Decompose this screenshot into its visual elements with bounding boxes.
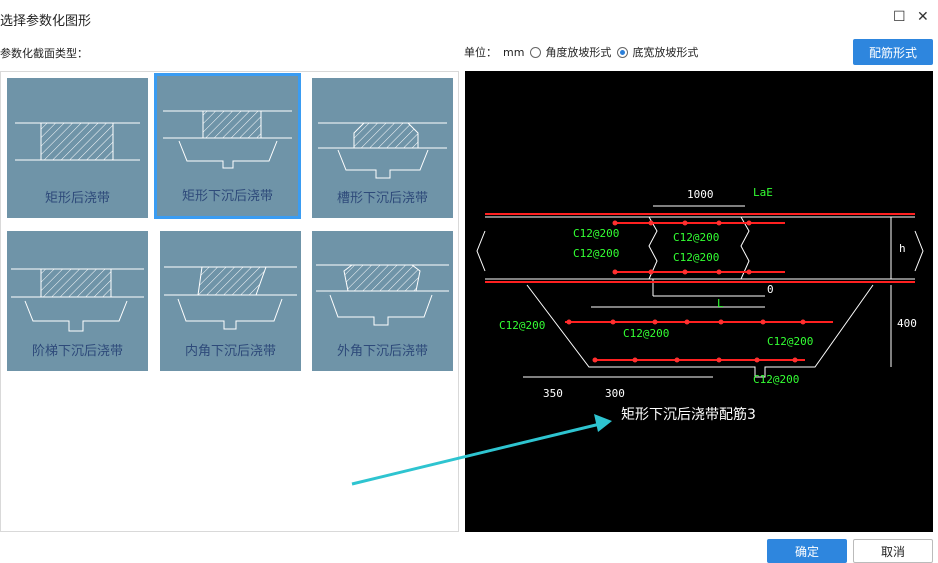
dim-top: 1000 xyxy=(687,188,714,201)
dim-300: 300 xyxy=(605,387,625,400)
rebar-label-6: C12@200 xyxy=(623,327,669,340)
tile-drawing xyxy=(164,266,297,330)
tile-rect-post-pour-strip[interactable]: 矩形后浇带 xyxy=(7,78,148,218)
preview-caption: 矩形下沉后浇带配筋3 xyxy=(621,406,756,423)
radio-angle-slope[interactable] xyxy=(530,46,542,58)
dim-350: 350 xyxy=(543,387,563,400)
tile-drawing xyxy=(11,268,144,332)
rebar-label-4: C12@200 xyxy=(673,251,719,264)
tile-stepped-sunken-post-pour-strip[interactable]: 阶梯下沉后浇带 xyxy=(7,231,148,371)
radio-bottom-width-slope-label[interactable]: 底宽放坡形式 xyxy=(632,46,699,59)
cancel-button[interactable]: 取消 xyxy=(853,539,933,563)
close-icon[interactable]: ✕ xyxy=(917,9,929,25)
rebar-preview-drawing: 1000 LaE C12@200 C12@200 C12@200 C12@200… xyxy=(476,186,924,423)
radio-angle-slope-label[interactable]: 角度放坡形式 xyxy=(545,46,612,59)
dim-zero: 0 xyxy=(767,283,774,296)
tile-outer-corner-sunken-post-pour-strip[interactable]: 外角下沉后浇带 xyxy=(312,231,453,371)
rebar-label-5: C12@200 xyxy=(499,319,545,332)
options-bar: 单位： mm 角度放坡形式 底宽放坡形式 xyxy=(464,44,698,60)
tile-label: 矩形下沉后浇带 xyxy=(181,189,273,204)
rebar-label-3: C12@200 xyxy=(573,247,619,260)
window-title: 选择参数化图形 xyxy=(0,14,92,29)
tile-drawing xyxy=(318,122,447,179)
rebar-label-8: C12@200 xyxy=(753,373,799,386)
radio-bottom-width-slope[interactable] xyxy=(617,46,629,58)
tile-label: 内角下沉后浇带 xyxy=(184,344,276,359)
lae-label: LaE xyxy=(753,186,773,199)
dim-L: L xyxy=(717,297,724,310)
tile-inner-corner-sunken-post-pour-strip[interactable]: 内角下沉后浇带 xyxy=(160,231,301,371)
tile-drawing xyxy=(163,110,292,169)
tile-drawing xyxy=(316,264,449,326)
tile-label: 外角下沉后浇带 xyxy=(336,344,428,359)
dim-h: h xyxy=(899,242,906,255)
ok-button[interactable]: 确定 xyxy=(767,539,847,563)
unit-label: 单位： xyxy=(464,46,497,59)
rebar-label-1: C12@200 xyxy=(573,227,619,240)
unit-value: mm xyxy=(503,45,525,59)
tile-label: 槽形下沉后浇带 xyxy=(336,191,428,206)
tile-rect-sunken-post-pour-strip[interactable]: 矩形下沉后浇带 xyxy=(154,73,301,219)
tile-label: 阶梯下沉后浇带 xyxy=(31,344,123,359)
rebar-label-2: C12@200 xyxy=(673,231,719,244)
rebar-label-7: C12@200 xyxy=(767,335,813,348)
section-type-label: 参数化截面类型： xyxy=(0,47,88,60)
maximize-icon[interactable]: ☐ xyxy=(893,9,906,25)
tile-drawing xyxy=(15,122,140,161)
tile-label: 矩形后浇带 xyxy=(44,191,110,206)
preview-panel: 1000 LaE C12@200 C12@200 C12@200 C12@200… xyxy=(465,71,933,532)
rebar-form-button[interactable]: 配筋形式 xyxy=(853,39,933,65)
tile-trough-sunken-post-pour-strip[interactable]: 槽形下沉后浇带 xyxy=(312,78,453,218)
shape-grid-panel: 矩形后浇带 矩形下沉后浇带 槽形下沉后浇带 阶梯下沉后浇带 xyxy=(0,71,459,532)
dim-400: 400 xyxy=(897,317,917,330)
